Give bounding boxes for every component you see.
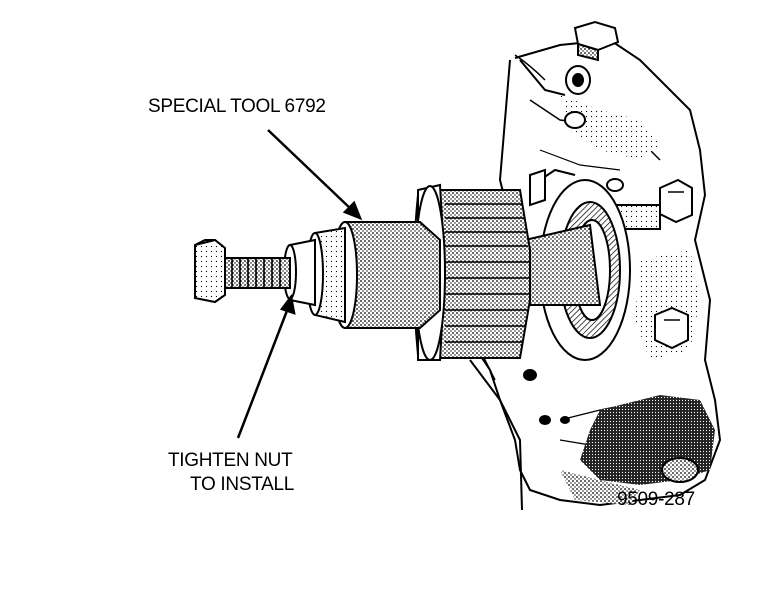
special-tool-label: SPECIAL TOOL 6792 (148, 96, 326, 117)
tighten-nut-label-line2: TO INSTALL (190, 474, 294, 495)
arrow-tighten-nut (236, 293, 296, 439)
top-bolt (564, 20, 620, 129)
tighten-nut-label-line1: TIGHTEN NUT (168, 450, 293, 471)
right-bolts (523, 178, 699, 483)
special-tool-body (283, 221, 441, 329)
tool-bolt (194, 238, 291, 304)
crankshaft-stub (523, 223, 602, 306)
arrow-special-tool (267, 129, 363, 221)
figure-number: 9509-287 (617, 489, 695, 510)
